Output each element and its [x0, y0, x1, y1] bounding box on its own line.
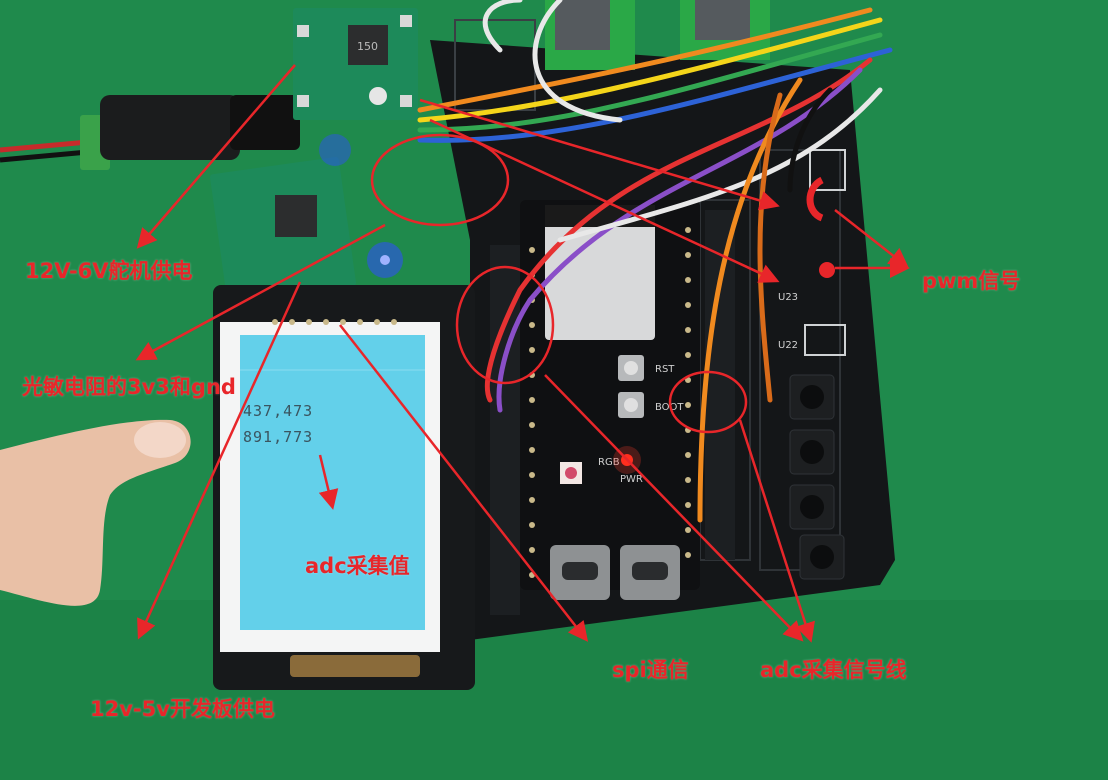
u23-label: U23: [778, 292, 798, 303]
annotation-marks: [370, 133, 748, 434]
header-rail-left: [490, 245, 520, 615]
trim-pot: [369, 87, 387, 105]
servo-header: [804, 324, 846, 356]
pwr-label: PWR: [620, 474, 643, 485]
label-adc-value: adc采集值: [305, 554, 410, 578]
rgb-led-glow: [565, 467, 577, 479]
usb-c-slot: [632, 562, 668, 580]
servo-header: [809, 149, 846, 191]
lcd-flex-cable: [290, 655, 420, 677]
barrel-jack-socket: [230, 95, 300, 150]
lcd-header-pins: [272, 319, 397, 325]
rst-button-cap: [624, 361, 638, 375]
usb-c-slot: [562, 562, 598, 580]
label-spi: spi通信: [612, 658, 689, 682]
label-pwm-signal: pwm信号: [922, 269, 1021, 293]
lcd-screen: [240, 335, 425, 630]
label-photoresistor-power: 光敏电阻的3v3和gnd: [22, 375, 236, 399]
jumper-wires: [417, 0, 893, 523]
fingernail: [134, 422, 186, 458]
rgb-label: RGB: [598, 457, 620, 468]
label-adc-signal-line: adc采集信号线: [760, 658, 907, 682]
pwm-marker: [806, 176, 824, 222]
inductor-top: [348, 25, 388, 65]
esp32-module-shield: [545, 210, 655, 340]
pwm-marker-dot: [819, 262, 835, 278]
blue-led: [380, 255, 390, 265]
inductor-marking: 150: [357, 40, 378, 53]
rst-label: RST: [655, 364, 675, 375]
solder-pad: [297, 95, 309, 107]
solder-pad: [297, 25, 309, 37]
terminal-socket: [555, 0, 610, 50]
label-servo-power: 12V-6V舵机供电: [25, 259, 193, 283]
solder-pad: [400, 15, 412, 27]
finger: [0, 419, 191, 606]
inductor-lower: [275, 195, 317, 237]
mat-shade: [0, 600, 1108, 780]
label-devboard-power: 12v-5v开发板供电: [90, 697, 275, 721]
blue-led-glow: [319, 134, 351, 166]
barrel-jack-plug: [100, 95, 240, 160]
annotation-arrows: [135, 64, 910, 643]
lcd-reading-1: 437,473: [243, 402, 314, 420]
terminal-socket: [695, 0, 750, 40]
boot-button-cap: [624, 398, 638, 412]
solder-pad: [400, 95, 412, 107]
lcd-reading-2: 891,773: [243, 428, 314, 446]
u22-label: U22: [778, 340, 798, 351]
tactile-buttons: [789, 374, 845, 580]
header-rail-right: [705, 210, 735, 560]
